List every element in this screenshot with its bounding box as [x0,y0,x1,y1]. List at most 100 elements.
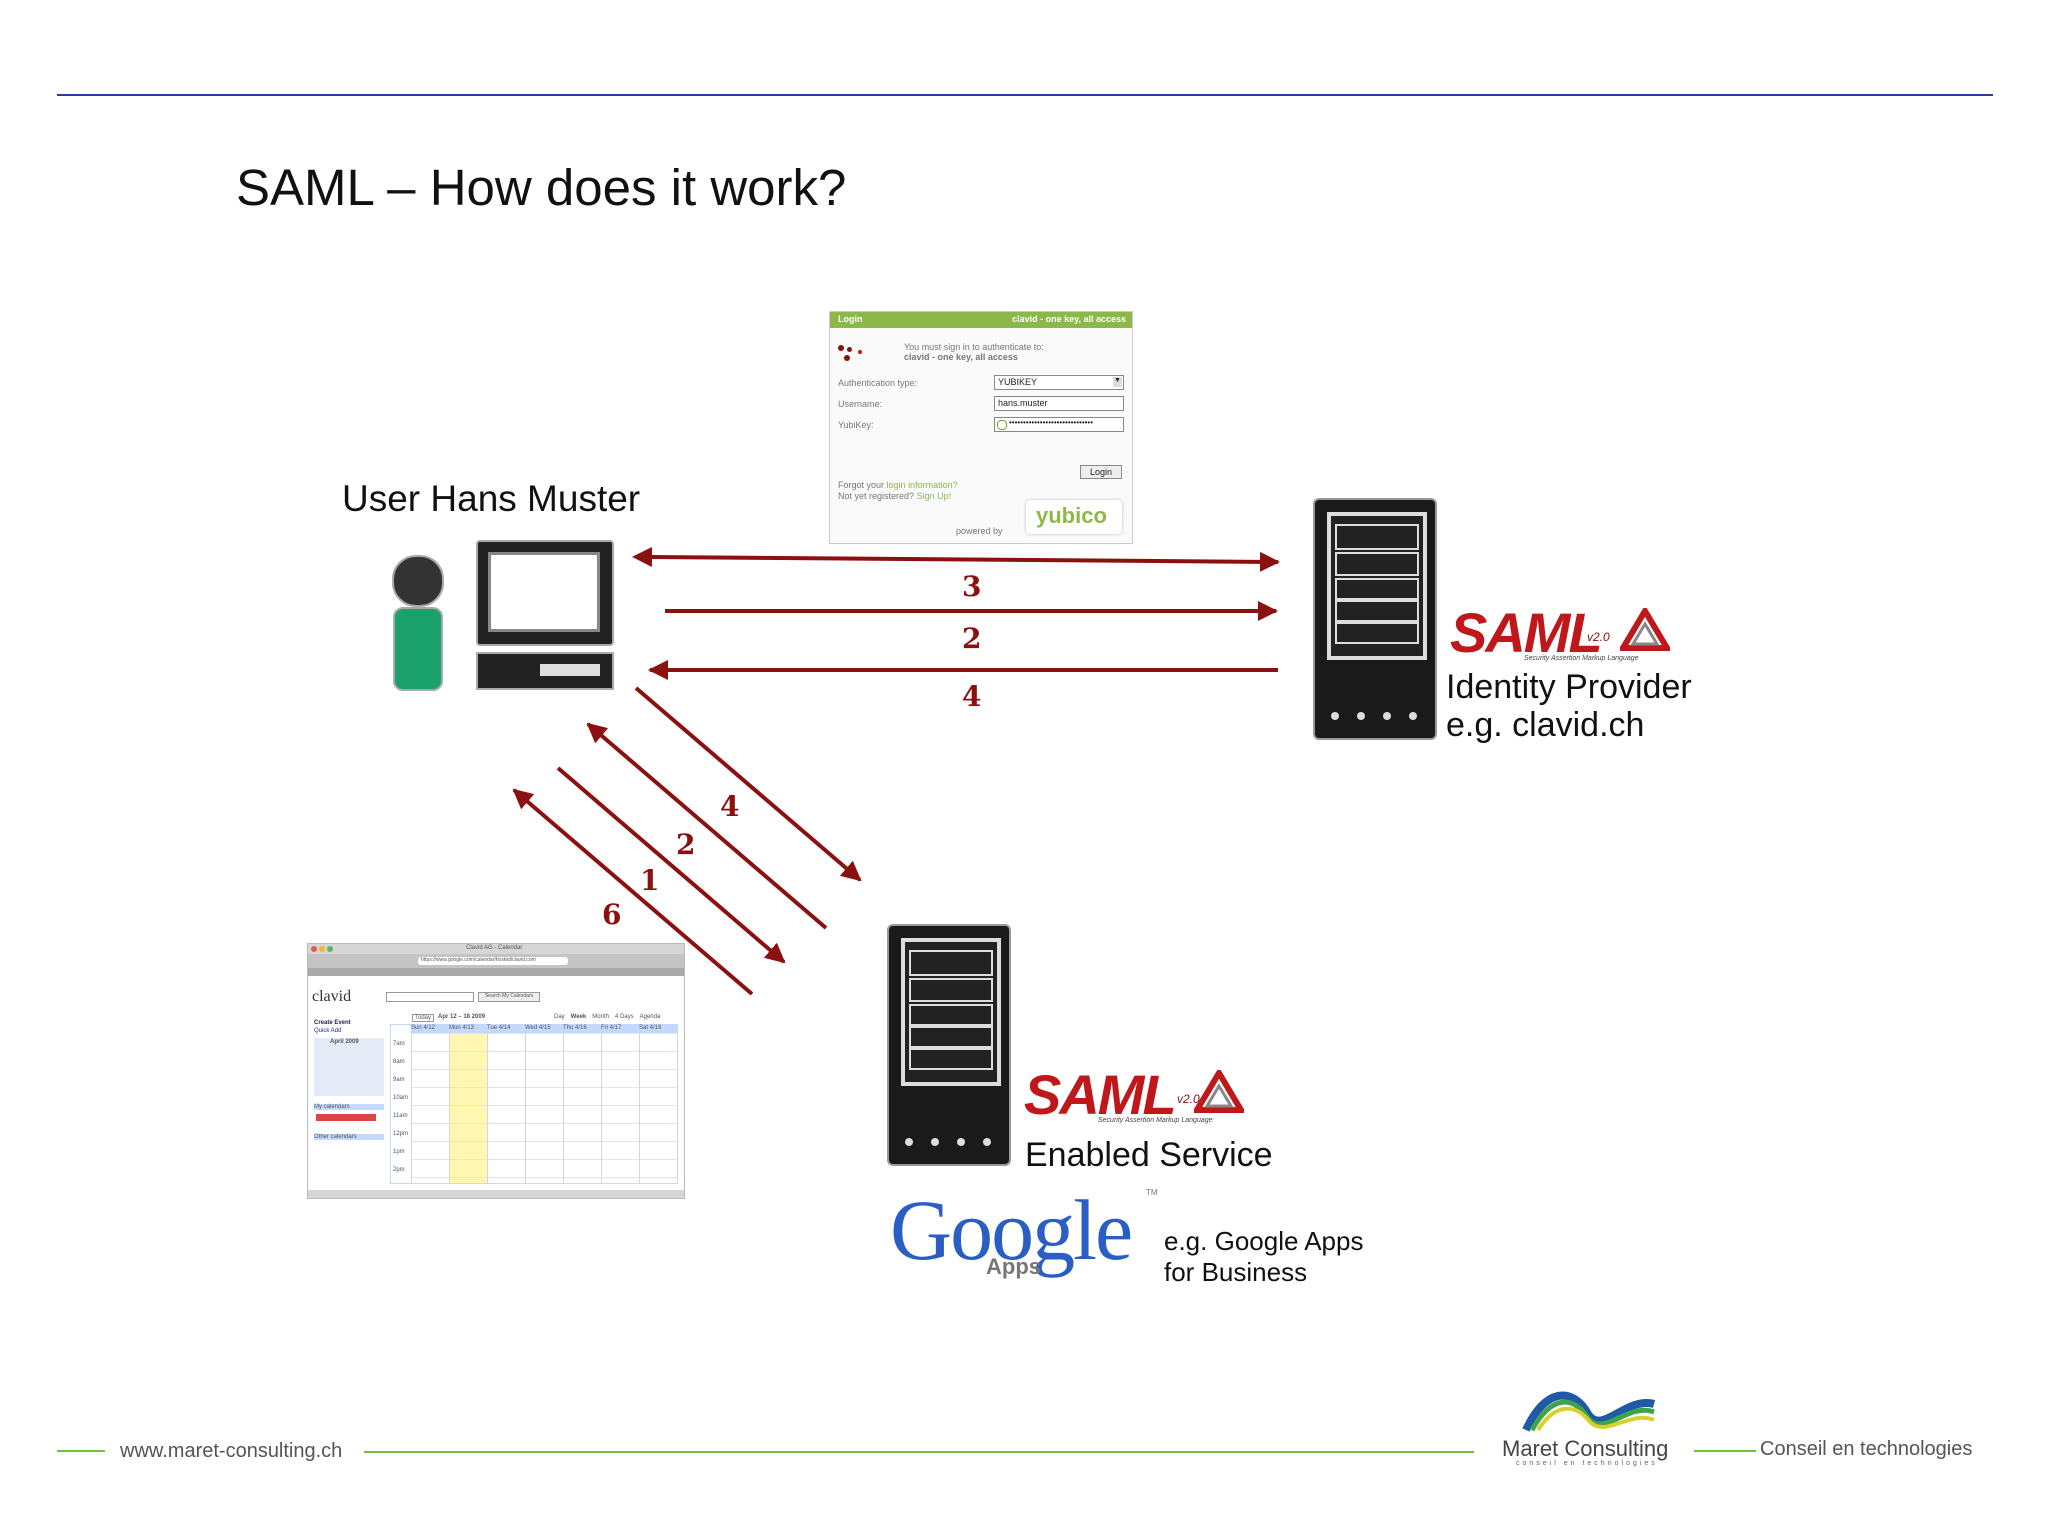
idp-example: e.g. clavid.ch [1446,706,1645,744]
mini-calendar: April 2009 [314,1038,384,1096]
arrow-step-4-to-service [634,686,862,882]
calendar-toolbar: https://www.google.com/calendar/hosted/c… [308,954,684,968]
saml-logo-text: SAML [1024,1063,1177,1126]
computer-icon [476,540,614,690]
close-icon [311,946,317,952]
calendar-statusbar [308,1190,684,1198]
clavid-dots-icon [838,345,868,365]
maret-consulting-logo: Maret Consulting conseil en technologies [1496,1384,1676,1470]
day-header: Tue 4/14 [487,1025,511,1031]
footer-slogan: Conseil en technologies [1760,1438,1973,1460]
calendar-window-title: Clavid AG - Calendar [466,945,523,951]
register-line: Not yet registered? Sign Up! [838,491,951,501]
saml-triangle-icon [1194,1070,1244,1113]
tab-day[interactable]: Day [554,1014,565,1020]
my-calendars-header[interactable]: My calendars [314,1104,384,1110]
footer-rule-right [1694,1450,1756,1452]
google-logo-text: Google [890,1182,1133,1278]
step-number: 4 [962,680,982,713]
grid-lines [411,1033,677,1183]
key-icon [997,420,1007,430]
step-number: 1 [640,864,660,897]
yubikey-value: •••••••••••••••••••••••••••••• [1009,418,1094,427]
time-column: 7am 8am 9am 10am 11am 12pm 1pm 2pm [393,1035,409,1179]
username-value: hans.muster [998,398,1048,408]
mini-calendar-month: April 2009 [330,1039,359,1045]
url-text: https://www.google.com/calendar/hosted/c… [421,957,536,963]
arrow-step-2-from-service [586,722,828,930]
register-link[interactable]: Sign Up! [916,491,952,501]
time-label: 1pm [393,1149,405,1155]
maximize-icon [327,946,333,952]
login-notice-line1: You must sign in to authenticate to: [904,342,1044,352]
login-dialog-title: Login [838,314,863,324]
forgot-link[interactable]: login information? [886,480,958,490]
arrow-step-6 [512,788,754,996]
service-example: e.g. Google Apps for Business [1164,1226,1363,1288]
time-label: 9am [393,1077,405,1083]
calendar-entry[interactable] [316,1114,376,1121]
time-label: 12pm [393,1131,409,1137]
calendar-search-button[interactable]: Search My Calendars [478,992,540,1002]
username-field[interactable]: hans.muster [994,396,1124,411]
tab-agenda[interactable]: Agenda [639,1014,661,1020]
footer-rule-middle [364,1451,1474,1453]
yubikey-label: YubiKey: [838,420,874,430]
login-button[interactable]: Login [1080,465,1122,479]
login-dialog-tagline: clavid - one key, all access [1012,314,1126,324]
title-rule [57,94,1993,96]
login-dialog-header: Login clavid - one key, all access [830,312,1132,328]
yubico-brand: yubico [1036,503,1107,528]
date-range: Apr 12 – 18 2009 [438,1014,486,1020]
login-dialog-screenshot: Login clavid - one key, all access You m… [829,311,1133,544]
calendar-screenshot: Clavid AG - Calendar https://www.google.… [307,943,685,1199]
footer-website[interactable]: www.maret-consulting.ch [120,1440,343,1462]
url-field[interactable]: https://www.google.com/calendar/hosted/c… [418,957,568,965]
tab-4days[interactable]: 4 Days [614,1014,634,1020]
step-number: 4 [720,790,740,823]
step-number: 6 [602,898,622,931]
service-label: Enabled Service [1025,1136,1273,1174]
maret-company-tagline: conseil en technologies [1516,1460,1658,1467]
step-number: 3 [962,570,982,603]
quick-add-link[interactable]: Quick Add [314,1028,342,1034]
calendar-logo: clavid [312,988,352,1005]
yubikey-field[interactable]: •••••••••••••••••••••••••••••• [994,417,1124,432]
arrow-step-1 [556,766,786,964]
day-header: Fri 4/17 [601,1025,622,1031]
time-label: 2pm [393,1167,405,1173]
person-icon [390,555,444,691]
saml-triangle-icon [1620,608,1670,651]
today-button[interactable]: Today [412,1014,435,1022]
idp-saml-logo: SAML v2.0 Security Assertion Markup Lang… [1450,600,1680,670]
yubico-logo: yubico [1026,500,1122,534]
other-calendars-header[interactable]: Other calendars [314,1134,384,1140]
tab-month[interactable]: Month [592,1014,609,1020]
time-label: 8am [393,1059,405,1065]
username-label: Username: [838,399,883,409]
saml-logo-version: v2.0 [1177,1092,1200,1106]
service-saml-logo: SAML v2.0 Security Assertion Markup Lang… [1024,1062,1254,1132]
service-example-line1: e.g. Google Apps [1164,1226,1364,1256]
week-grid: Sun 4/12 Mon 4/13 Tue 4/14 Wed 4/15 Thu … [390,1024,678,1184]
maret-wave-icon [1522,1391,1656,1432]
chevron-down-icon: ▼ [1113,377,1122,387]
saml-logo-tagline: Security Assertion Markup Language [1524,655,1639,662]
tab-week[interactable]: Week [570,1014,587,1020]
create-event-link[interactable]: Create Event [314,1020,351,1026]
footer-rule-left [57,1450,105,1452]
auth-type-select[interactable]: YUBIKEY ▼ [994,375,1124,390]
time-label: 10am [393,1095,409,1101]
day-header: Mon 4/13 [449,1025,475,1031]
time-label: 11am [393,1113,408,1119]
idp-server-icon [1313,498,1437,740]
day-header: Sun 4/12 [411,1025,436,1031]
view-tabs: Day Week Month 4 Days Agenda [554,1014,660,1020]
service-example-line2: for Business [1164,1257,1308,1287]
time-label: 7am [393,1041,405,1047]
google-logo-tm: TM [1146,1188,1158,1197]
calendar-search-field[interactable] [386,992,474,1002]
google-logo-sub: Apps [986,1254,1041,1279]
step-number: 2 [962,622,982,655]
